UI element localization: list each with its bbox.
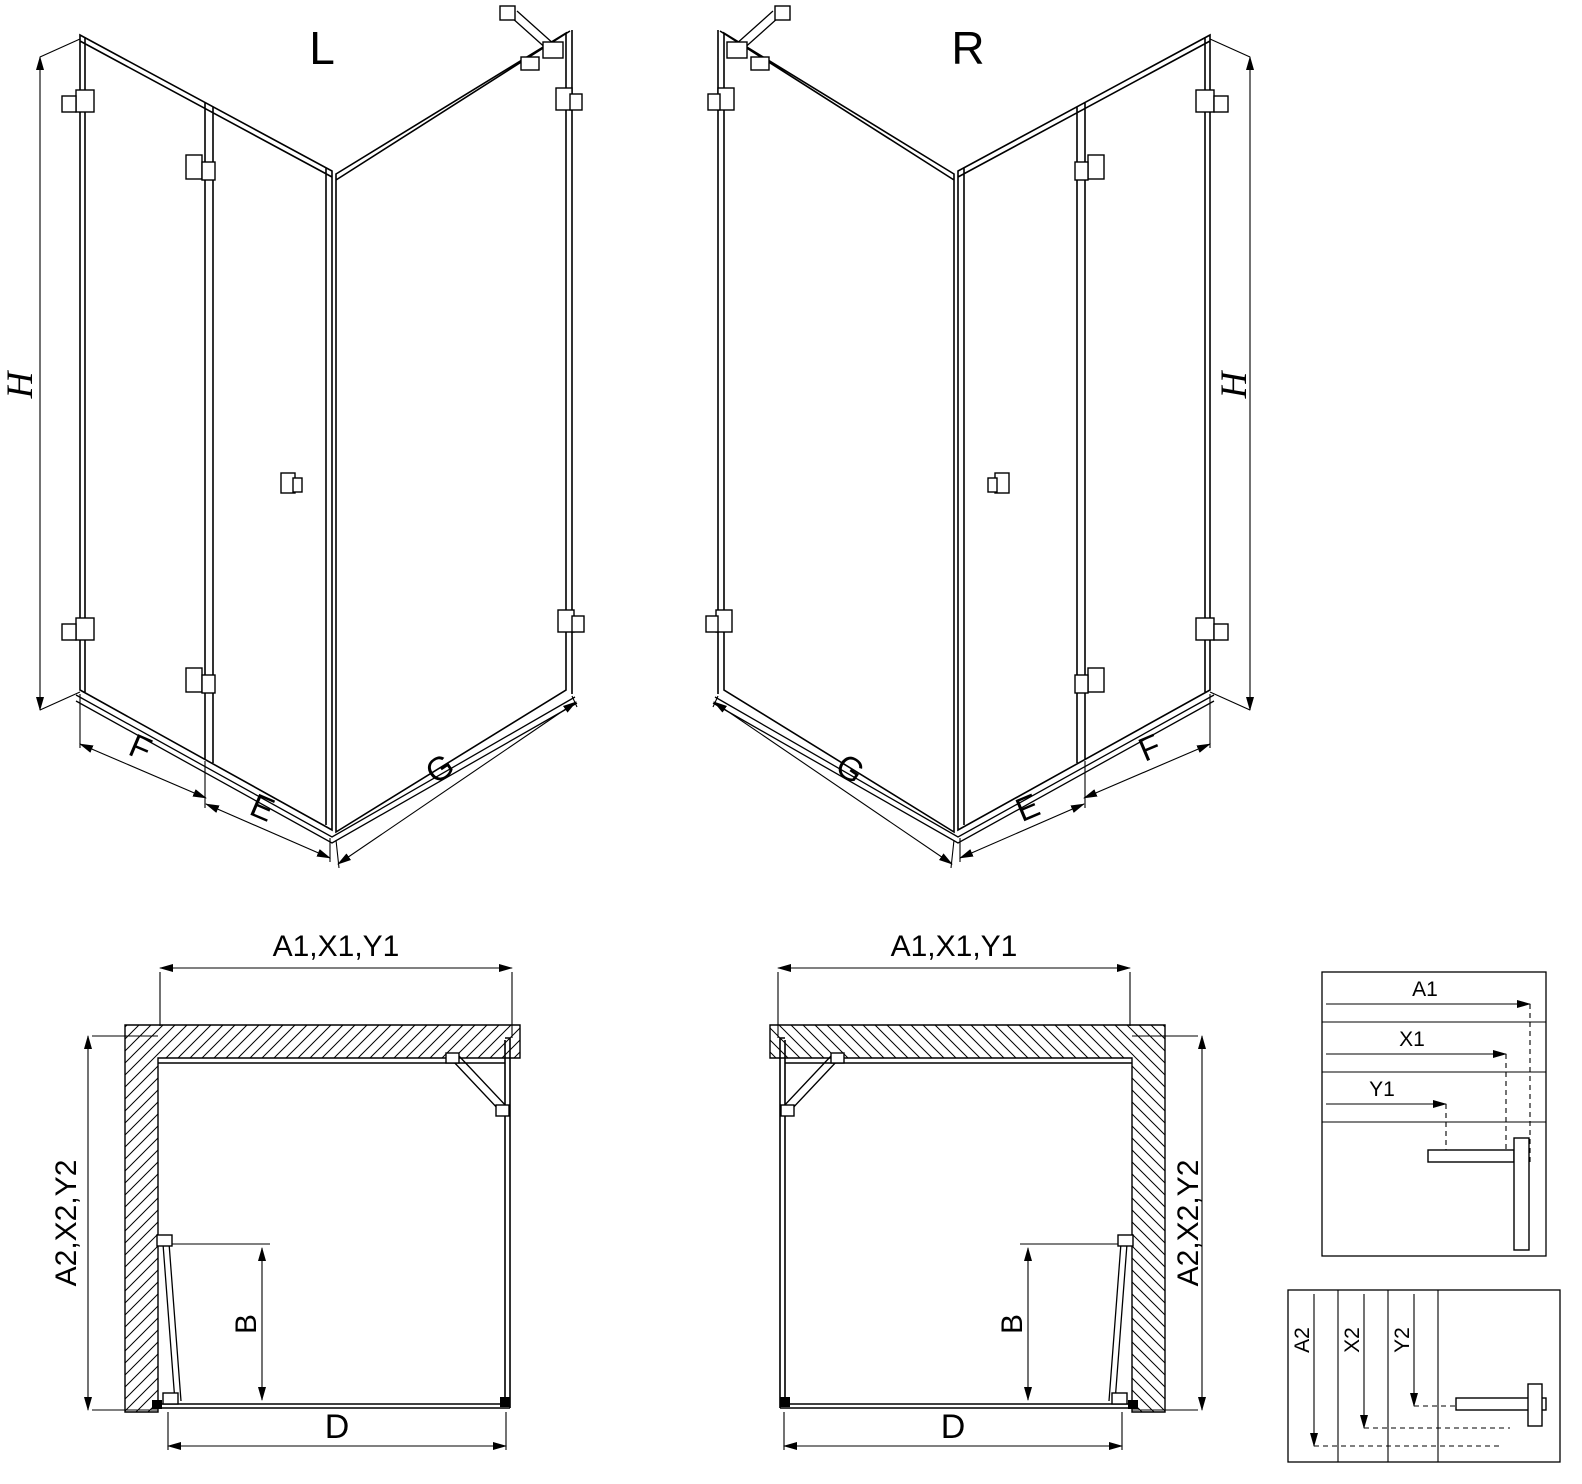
plan-left-door-dim-label: B [230, 1314, 263, 1334]
plan-left-side-dim-label: A2,X2,Y2 [50, 1160, 83, 1287]
wall-profile-section [1527, 1383, 1543, 1427]
dim-label-E-left: E [245, 786, 280, 829]
detail-top-rules [1322, 1021, 1546, 1123]
variant-label-right: R [951, 22, 984, 74]
detail-label-Y2: Y2 [1391, 1327, 1414, 1353]
iso-view-right: R H F E G [706, 6, 1255, 868]
glass-profile-section [1455, 1397, 1547, 1411]
dim-label-H-right: H [1214, 369, 1255, 399]
glass-profile-section [1427, 1149, 1515, 1163]
dim-label-F-right: F [1133, 726, 1166, 768]
detail-label-A2: A2 [1291, 1327, 1314, 1353]
iso-left-drawing [40, 6, 584, 868]
dim-label-E-right: E [1010, 786, 1045, 829]
plan-right-drawing [770, 968, 1202, 1450]
dim-label-F-left: F [124, 726, 157, 768]
iso-right-drawing [706, 6, 1250, 868]
plan-left-drawing [88, 968, 520, 1450]
detail-view-bottom: A2 X2 Y2 [1287, 1289, 1561, 1463]
dim-label-H-left: H [0, 369, 41, 399]
plan-right-side-dim-label: A2,X2,Y2 [1172, 1160, 1205, 1287]
detail-top-frame [1321, 971, 1547, 1257]
plan-right-door-dim-label: B [996, 1314, 1029, 1334]
plan-right-width-dim-label: D [941, 1408, 966, 1446]
detail-bottom-frame [1287, 1289, 1561, 1463]
detail-label-X2: X2 [1341, 1327, 1364, 1353]
plan-view-right: A1,X1,Y1 A2,X2,Y2 B D [770, 930, 1205, 1450]
plan-left-width-dim-label: D [325, 1408, 350, 1446]
detail-label-A1: A1 [1412, 978, 1438, 1001]
wall-profile-section [1513, 1137, 1530, 1251]
detail-view-top: A1 X1 Y1 [1321, 971, 1547, 1257]
detail-label-Y1: Y1 [1369, 1078, 1395, 1101]
detail-bottom-leader-lines [1314, 1405, 1520, 1447]
iso-view-left: L H F E G [0, 6, 584, 868]
detail-top-leader-lines [1445, 1004, 1531, 1162]
plan-view-left: A1,X1,Y1 A2,X2,Y2 B D [50, 930, 520, 1450]
detail-bottom-rules [1337, 1290, 1439, 1462]
variant-label-left: L [309, 22, 335, 74]
detail-label-X1: X1 [1399, 1028, 1425, 1051]
plan-left-top-dim-label: A1,X1,Y1 [273, 930, 400, 963]
plan-right-top-dim-label: A1,X1,Y1 [891, 930, 1018, 963]
